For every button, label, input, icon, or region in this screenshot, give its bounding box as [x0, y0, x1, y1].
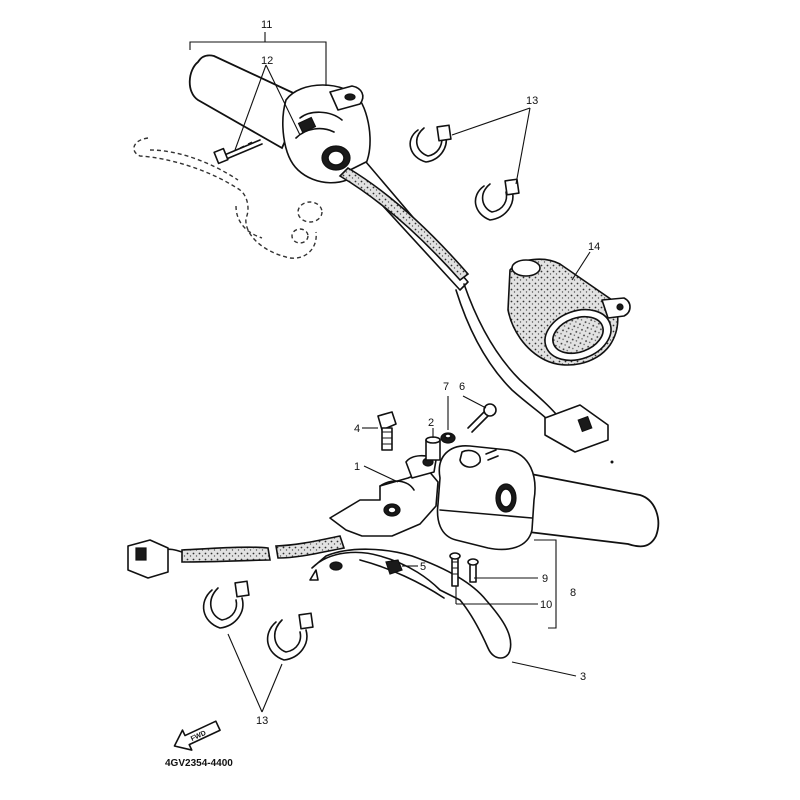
label-2: 2 [428, 417, 434, 429]
label-5: 5 [420, 561, 426, 573]
label-9: 9 [542, 573, 548, 585]
label-14: 14 [588, 241, 600, 253]
pivot-bolt-4 [362, 411, 397, 451]
wire-harness-lower [181, 546, 271, 563]
switch-cover-14 [507, 251, 631, 366]
cable-clamp-upper-a [409, 124, 452, 163]
label-6: 6 [459, 381, 465, 393]
forward-arrow-icon: FWD [173, 720, 221, 751]
label-8: 8 [570, 587, 576, 599]
label-4: 4 [354, 423, 360, 435]
label-3: 3 [580, 671, 586, 683]
switch-connector [544, 404, 609, 453]
screw-12 [213, 64, 301, 165]
label-13-lower: 13 [256, 715, 268, 727]
left-connector [127, 539, 169, 579]
wire-harness-upper [338, 166, 470, 282]
cable-clamp-upper-b [474, 178, 520, 221]
label-13-upper: 13 [526, 95, 538, 107]
collar-2 [425, 428, 441, 461]
screw-6 [462, 395, 497, 433]
cable-clamp-lower-b [266, 612, 314, 661]
bracket-8 [534, 539, 557, 629]
label-1: 1 [354, 461, 360, 473]
label-11: 11 [261, 19, 272, 31]
left-switch-assembly [127, 445, 660, 579]
label-7: 7 [443, 381, 449, 393]
reference-brake-lever-dashed [133, 137, 323, 259]
nut-5 [385, 559, 418, 575]
screw-9 [467, 558, 538, 583]
cable-clamp-lower-a [202, 580, 250, 629]
label-12: 12 [261, 55, 273, 67]
right-switch-assembly [188, 32, 609, 453]
nut-7 [440, 396, 456, 444]
lever-bracket-1 [329, 469, 439, 537]
screw-10 [449, 552, 538, 605]
label-10: 10 [540, 599, 552, 611]
part-code: 4GV2354-4400 [165, 758, 233, 769]
switch-housing-lower [436, 445, 536, 551]
left-grip [509, 468, 660, 548]
